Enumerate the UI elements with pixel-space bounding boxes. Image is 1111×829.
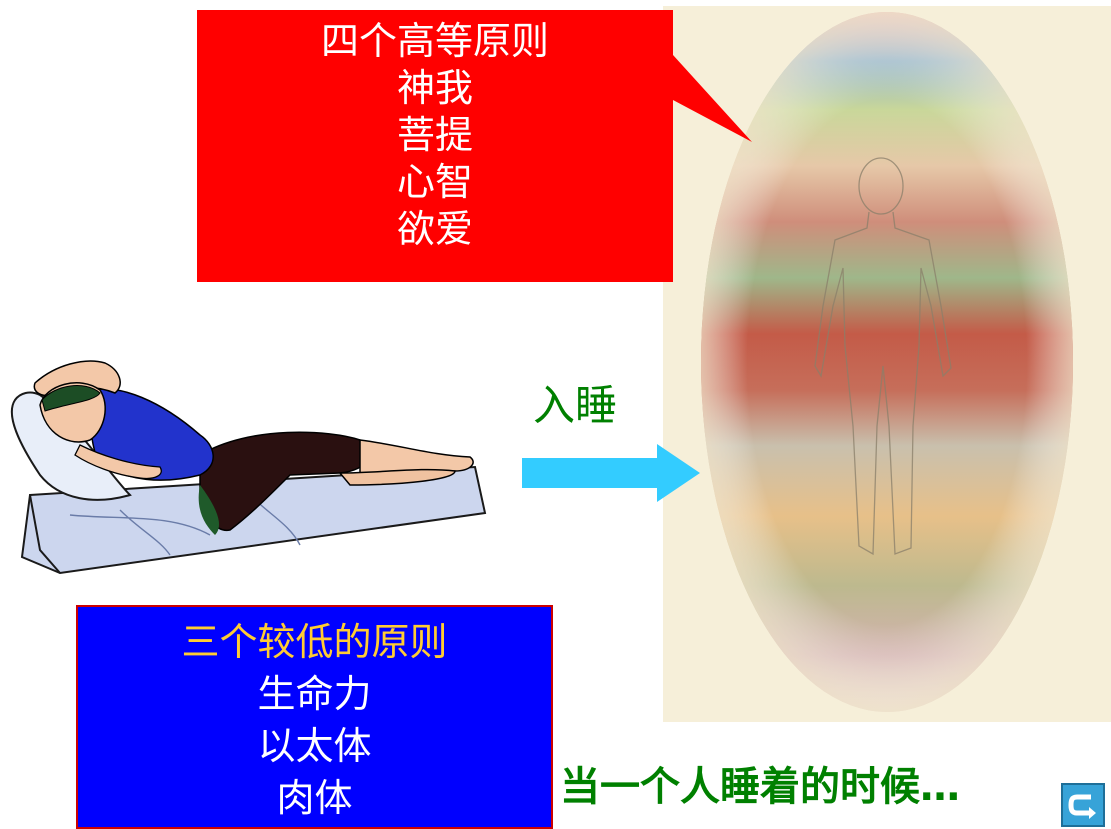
higher-principles-title: 四个高等原则 — [320, 19, 549, 63]
lower-principles-title: 三个较低的原则 — [181, 620, 448, 664]
higher-principle-item: 欲爱 — [396, 207, 473, 251]
lower-principle-item: 肉体 — [276, 776, 353, 820]
fall-asleep-label: 入睡 — [533, 381, 618, 430]
return-button[interactable] — [1061, 783, 1105, 827]
sleeping-person-illustration — [10, 360, 487, 575]
lower-principles-box — [76, 605, 553, 829]
lower-principle-item: 生命力 — [257, 672, 372, 716]
lower-principles-text: 三个较低的原则 生命力 以太体 肉体 — [76, 616, 553, 824]
human-outline — [814, 157, 952, 556]
higher-principle-item: 菩提 — [396, 113, 473, 157]
caption-text: 当一个人睡着的时候… — [560, 764, 960, 810]
right-arrow-icon — [522, 444, 700, 502]
lower-principle-item: 以太体 — [257, 724, 372, 768]
higher-principle-item: 神我 — [396, 66, 473, 110]
higher-principles-text: 四个高等原则 神我 菩提 心智 欲爱 — [197, 18, 673, 253]
aura-illustration — [663, 6, 1111, 722]
return-arrow-icon — [1068, 794, 1096, 819]
higher-principle-item: 心智 — [396, 160, 473, 204]
